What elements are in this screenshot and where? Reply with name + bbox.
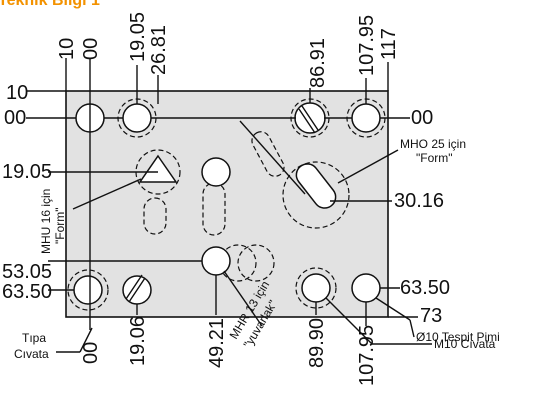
bottom-dimension-labels: 00 19.06 49.21 89.90 107.95 xyxy=(80,316,378,386)
dim-bot-19-06: 19.06 xyxy=(127,316,149,366)
note-mhu-line2: "Form" xyxy=(53,207,67,244)
dim-bot-49-21: 49.21 xyxy=(206,318,228,368)
dim-top-00: 00 xyxy=(80,38,102,60)
note-mhu-line1: MHU 16 için xyxy=(39,189,53,254)
leader-lines xyxy=(56,120,432,353)
left-dimension-labels: 10 00 19.05 53.05 63.50 xyxy=(2,82,52,303)
hole-pin xyxy=(301,273,331,303)
form-triangle xyxy=(138,154,178,183)
dim-left-63-50: 63.50 xyxy=(2,281,52,303)
hole-bottom-left xyxy=(73,275,103,305)
note-mho-line2: "Form" xyxy=(416,151,453,165)
dim-bot-00: 00 xyxy=(80,342,102,364)
dim-top-19-05: 19.05 xyxy=(127,12,149,62)
dim-top-86-91: 86.91 xyxy=(307,38,329,88)
dim-bot-107-95: 107.95 xyxy=(356,325,378,386)
plate xyxy=(65,90,389,318)
note-bolt: M10 Cıvata xyxy=(434,337,496,351)
dim-right-30-16: 30.16 xyxy=(394,190,444,212)
note-tipa-line2: Cıvata xyxy=(14,347,49,361)
dim-top-26-81: 26.81 xyxy=(148,25,170,75)
dim-top-117: 117 xyxy=(378,28,400,60)
note-mho-line1: MHO 25 için xyxy=(400,137,466,151)
dim-left-10: 10 xyxy=(6,82,28,104)
dim-right-63-50: 63.50 xyxy=(400,277,450,299)
note-tipa-line1: Tıpa xyxy=(22,331,46,345)
hole-top-right xyxy=(351,103,381,133)
dim-left-19-05: 19.05 xyxy=(2,161,52,183)
form-slot xyxy=(295,163,337,209)
hole-mhr xyxy=(201,246,231,276)
note-pin: Ø10 Tespit Pimi xyxy=(416,330,500,344)
dim-right-73: 73 xyxy=(420,305,442,327)
dim-bot-89-90: 89.90 xyxy=(306,318,328,368)
dimension-lines xyxy=(26,58,418,330)
dim-top-107-95: 107.95 xyxy=(356,15,378,76)
dim-top-10: 10 xyxy=(56,38,78,60)
dim-left-53-05: 53.05 xyxy=(2,261,52,283)
hole-bolt xyxy=(351,273,381,303)
drawing-title: Teknik Bilgi 1 xyxy=(0,0,100,9)
hole-top-2 xyxy=(122,103,152,133)
hole-center xyxy=(201,157,231,187)
dim-right-00: 00 xyxy=(411,107,433,129)
right-dimension-labels: 00 30.16 63.50 73 xyxy=(394,107,450,327)
top-dimension-labels: 10 00 19.05 26.81 86.91 107.95 117 xyxy=(56,12,400,88)
dim-left-00: 00 xyxy=(4,107,26,129)
